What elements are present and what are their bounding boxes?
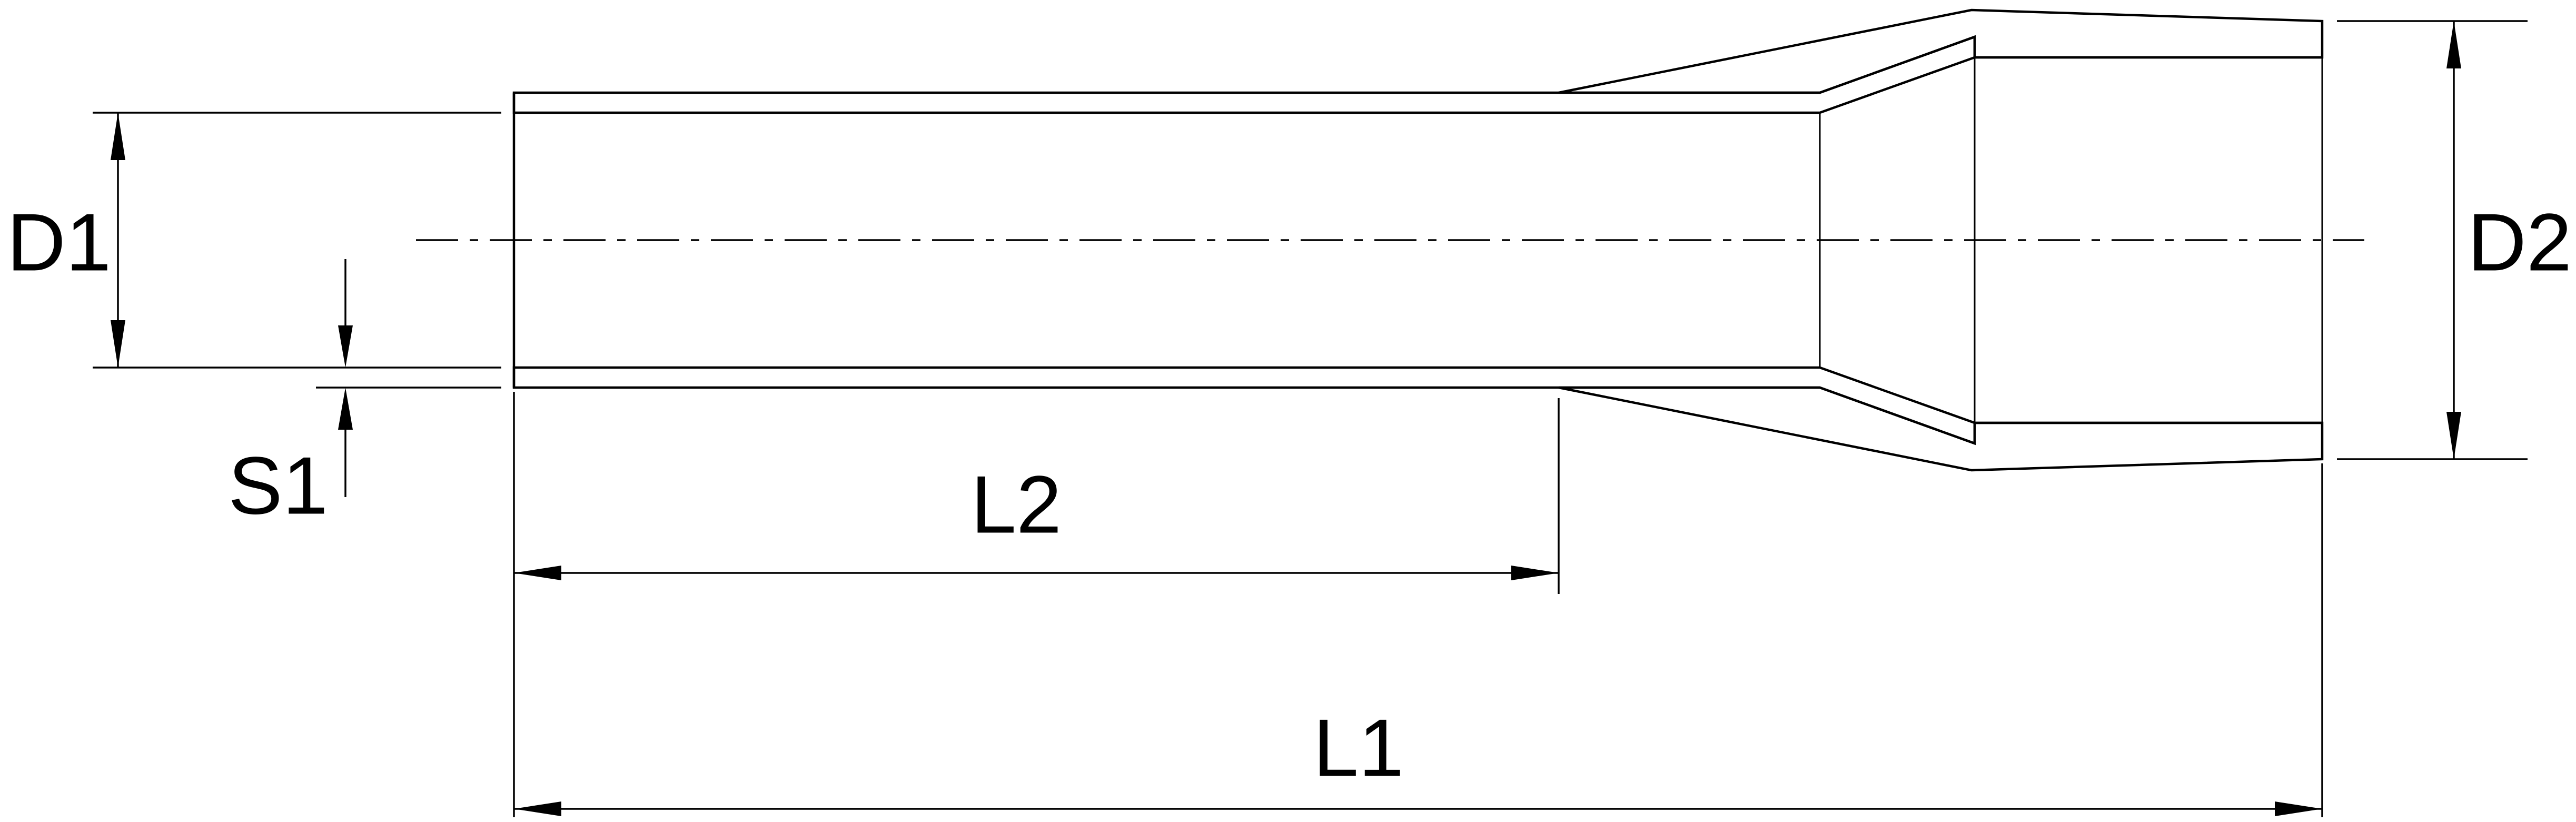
dimension-d2: D2: [2337, 20, 2572, 460]
dimension-l1: L1: [513, 392, 2323, 817]
l2-arrow-left: [514, 566, 561, 580]
barrel-bottom-wall: [512, 366, 1976, 445]
d1-label: D1: [7, 197, 111, 288]
insulation-sleeve-top: [1558, 8, 2324, 94]
d2-label: D2: [2468, 197, 2572, 288]
d1-arrow-bottom: [111, 320, 125, 368]
dimension-d1: D1: [7, 112, 501, 369]
l1-arrow-left: [514, 801, 561, 816]
s1-arrow-lower: [338, 388, 353, 430]
l1-label: L1: [1313, 702, 1404, 794]
l1-arrow-right: [2275, 801, 2322, 816]
dimension-l2: L2: [514, 398, 1560, 594]
l2-label: L2: [971, 459, 1062, 550]
d1-arrow-top: [111, 113, 125, 160]
s1-arrow-upper: [338, 325, 353, 368]
barrel-top-wall: [512, 35, 1976, 114]
d2-arrow-bottom: [2446, 412, 2461, 459]
dimension-s1: S1: [228, 259, 501, 531]
insulation-sleeve-bottom: [1558, 386, 2324, 472]
d2-arrow-top: [2446, 21, 2461, 68]
s1-label: S1: [228, 440, 328, 531]
l2-arrow-right: [1511, 566, 1559, 580]
